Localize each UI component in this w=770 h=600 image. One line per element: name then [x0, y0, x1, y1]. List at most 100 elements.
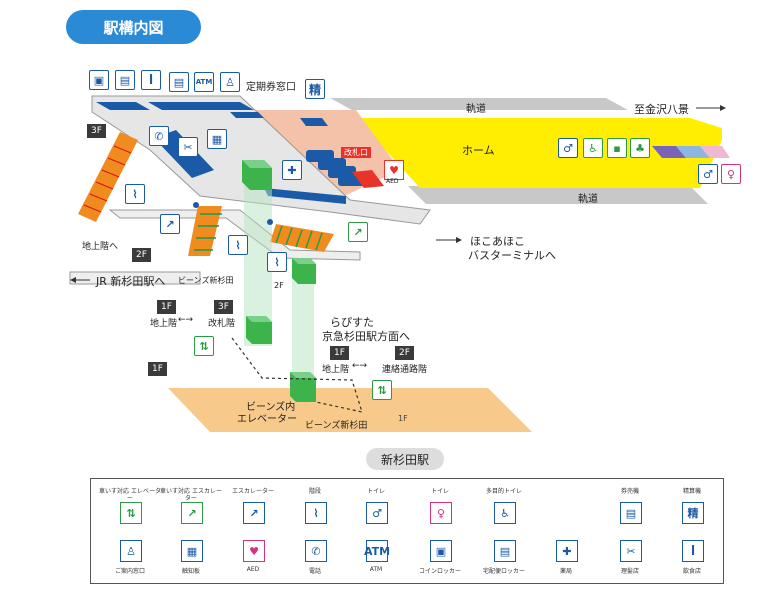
route2-from: 地上階 — [322, 365, 350, 375]
jr-label: JR 新杉田駅へ — [96, 275, 166, 288]
legend-icon: ▦ — [181, 540, 203, 562]
route1-from: 地上階 — [150, 319, 178, 329]
male-toilet-icon: ♂ — [698, 164, 718, 184]
legend-icon: 精 — [682, 502, 704, 524]
legend-foot: 薬局 — [559, 568, 572, 575]
phone-icon: ✆ — [149, 126, 169, 146]
legend-head: エスカレーター — [231, 488, 274, 495]
legend-icon: ✚ — [556, 540, 578, 562]
legend-foot: 宅配便ロッカー — [482, 568, 525, 575]
escalator-icon: ↗ — [160, 214, 180, 234]
legend-head: 精算機 — [682, 488, 701, 495]
legend-icon: ⌇ — [305, 502, 327, 524]
hokoaho-label: ほこあほこ — [470, 235, 525, 248]
legend-head: 車いす対応 エスカレーター — [160, 488, 222, 502]
atm-icon: ATM — [194, 72, 214, 92]
aed-icon: ♥ — [384, 160, 404, 180]
legend-icon: ▤ — [620, 502, 642, 524]
page-title: 駅構内図 — [66, 10, 201, 44]
floor-1f-small: 1F — [398, 414, 408, 423]
pass-window-label: 定期券窓口 — [246, 82, 296, 93]
lapisuta-label: らぴすた — [330, 316, 374, 329]
stairs-icon: ⌇ — [125, 184, 145, 204]
floor-2f-small: 2F — [274, 281, 284, 290]
legend-icon: ♀ — [430, 502, 452, 524]
ticket-machine-icon: ▤ — [169, 72, 189, 92]
track-label-top: 軌道 — [466, 104, 486, 115]
legend-icon: ♂ — [366, 502, 388, 524]
legend-head: トイレ — [430, 488, 449, 495]
legend-icon: ATM — [364, 540, 390, 562]
route1-from-floor: 1F — [157, 300, 176, 314]
legend-head: トイレ — [366, 488, 385, 495]
legend-foot: 電話 — [308, 568, 321, 575]
ticket-gate-label: 改札口 — [341, 147, 371, 158]
toilet-icon: ♂ — [558, 138, 578, 158]
wheelchair-elevator-icon-2: ⇅ — [372, 380, 392, 400]
home-label: ホーム — [462, 144, 495, 157]
legend-icon: ꟾ — [682, 540, 704, 562]
legend — [90, 478, 724, 584]
legend-icon: ↗ — [181, 502, 203, 524]
route2-from-floor: 1F — [330, 346, 349, 360]
legend-icon: ♙ — [120, 540, 142, 562]
wheelchair-elevator-icon: ⇅ — [194, 336, 214, 356]
floor-1f-tag: 1F — [148, 362, 167, 376]
legend-icon: ♥ — [243, 540, 265, 562]
stairs-icon-2: ⌇ — [228, 235, 248, 255]
route2-to: 連絡通路階 — [382, 365, 428, 375]
beans-label: ビーンズ新杉田 — [178, 276, 234, 285]
platform — [356, 118, 722, 188]
legend-icon: ↗ — [243, 502, 265, 524]
pharmacy-icon: ✚ — [282, 160, 302, 180]
restaurant-icon: ꟾ — [141, 70, 161, 90]
legend-foot: 飲食店 — [682, 568, 701, 575]
legend-icon: ▤ — [494, 540, 516, 562]
fare-adjust-icon: 精 — [305, 79, 325, 99]
ostomate-icon: ▪ — [607, 138, 627, 158]
stairs-icon-3: ⌇ — [267, 252, 287, 272]
ground-floor-label: 地上階へ — [82, 242, 119, 252]
ground-floor-area — [168, 388, 532, 432]
delivery-locker-icon: ▤ — [115, 70, 135, 90]
barber-icon: ✂ — [178, 137, 198, 157]
floor-3f-tag: 3F — [87, 124, 106, 138]
legend-foot: ご案内窓口 — [114, 568, 145, 575]
route1-to-floor: 3F — [214, 300, 233, 314]
legend-icon: ♿ — [494, 502, 516, 524]
info-desk-icon: ♙ — [220, 72, 240, 92]
coin-locker-icon: ▣ — [89, 70, 109, 90]
baby-seat-icon: ♣ — [630, 138, 650, 158]
legend-icon: ⇅ — [120, 502, 142, 524]
legend-icon: ✂ — [620, 540, 642, 562]
legend-head: 階段 — [308, 488, 321, 495]
legend-foot: 理髪店 — [620, 568, 639, 575]
female-toilet-icon: ♀ — [721, 164, 741, 184]
legend-head: 車いす対応 エレベーター — [99, 488, 161, 502]
track-top — [330, 98, 628, 110]
keikyu-label: 京急杉田駅方面へ — [322, 330, 410, 343]
aed-label: AED — [386, 178, 399, 185]
beans-bottom-label: ビーンズ新杉田 — [305, 421, 368, 431]
route1-to: 改札階 — [208, 319, 236, 329]
route2-to-floor: 2F — [395, 346, 414, 360]
to-kanazawa-label: 至金沢八景 — [634, 103, 689, 116]
station-name: 新杉田駅 — [366, 448, 444, 470]
beans-elev-label-1: ビーンズ内 — [246, 402, 296, 413]
accessible-toilet-icon: ♿ — [583, 138, 603, 158]
track-bottom — [408, 186, 708, 204]
track-label-bottom: 軌道 — [578, 194, 598, 205]
legend-foot: AED — [246, 566, 260, 573]
beans-elev-label-2: エレベーター — [237, 414, 297, 425]
wheelchair-escalator-icon: ↗ — [348, 222, 368, 242]
legend-foot: コインロッカー — [418, 568, 461, 575]
legend-icon: ▣ — [430, 540, 452, 562]
bus-terminal-label: バスターミナルへ — [468, 249, 556, 262]
legend-foot: ATM — [369, 566, 383, 573]
legend-head: 多目的トイレ — [485, 488, 522, 495]
legend-icon: ✆ — [305, 540, 327, 562]
tactile-map-icon: ▦ — [207, 129, 227, 149]
legend-head: 券売機 — [620, 488, 639, 495]
floor-2f-tag: 2F — [132, 248, 151, 262]
